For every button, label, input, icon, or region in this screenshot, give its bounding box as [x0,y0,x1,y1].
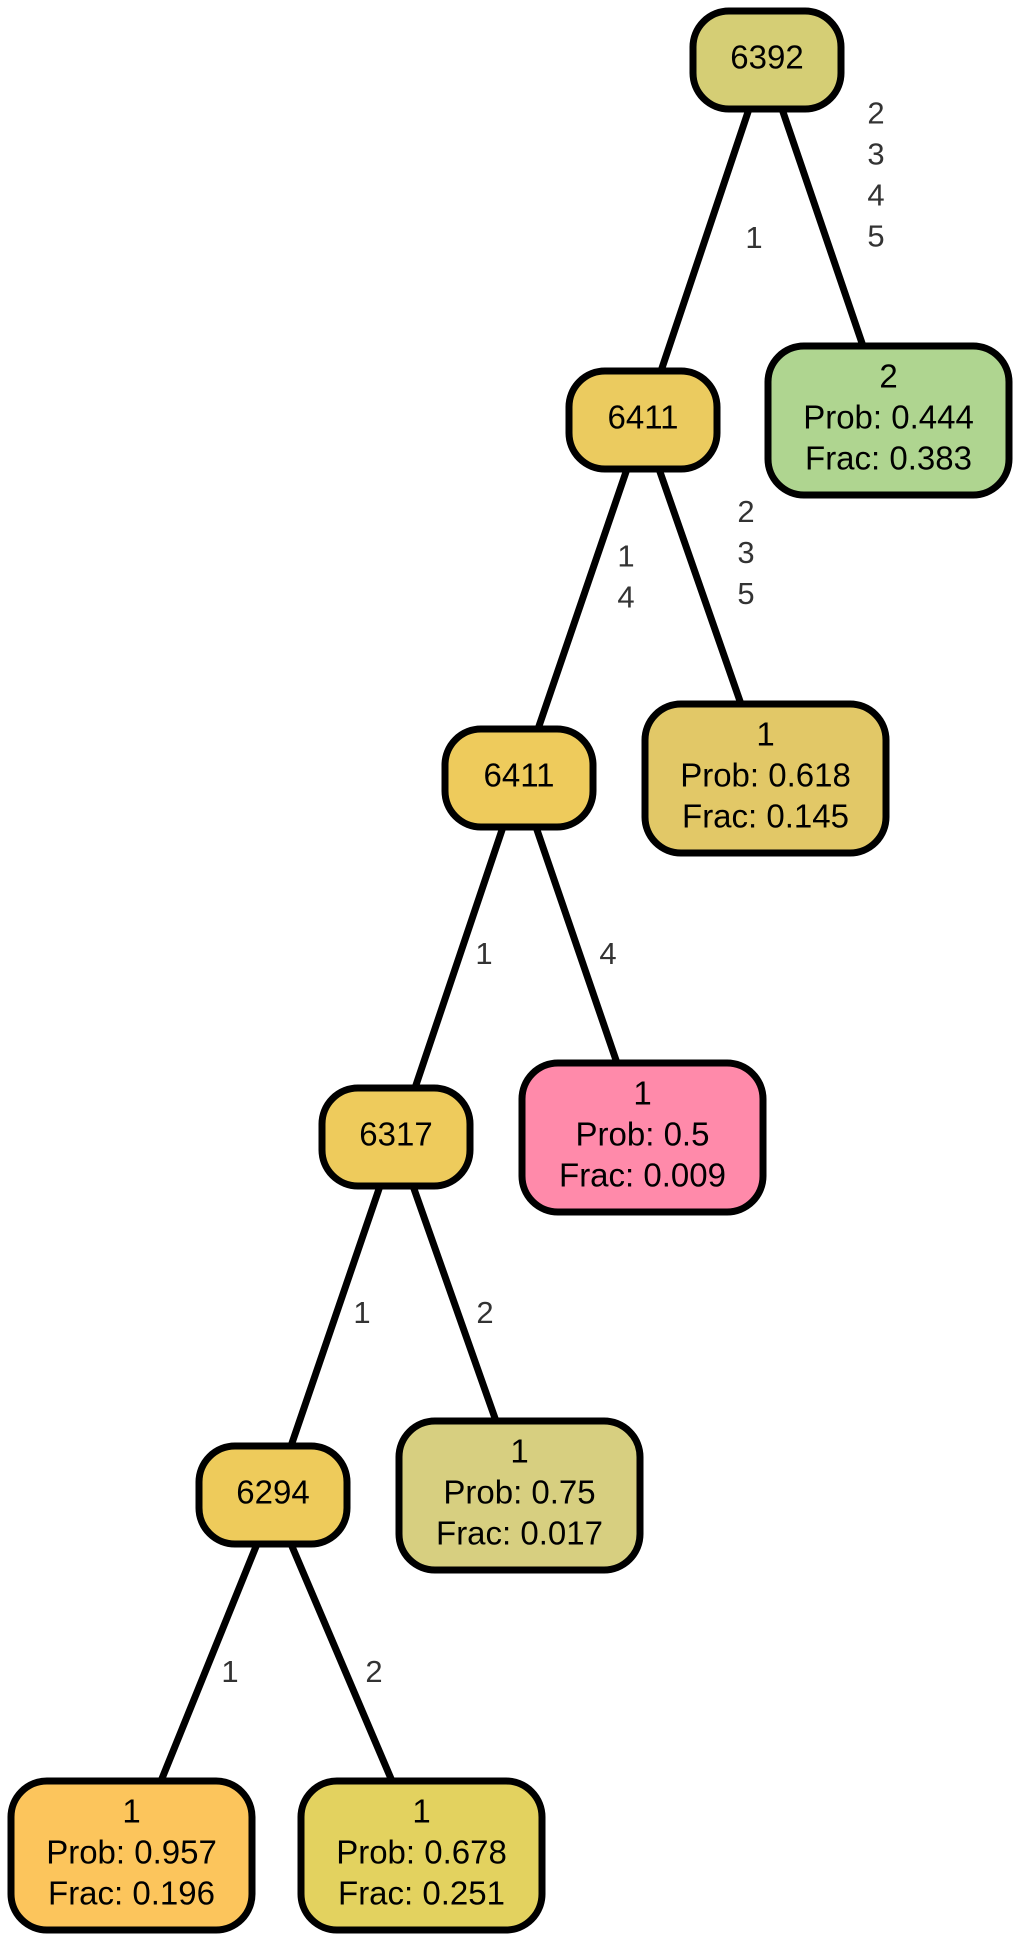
tree-edge [287,1542,396,1783]
edge-label: 2 [737,494,754,529]
node-box [395,1417,644,1574]
split-node: 6317 [318,1084,474,1190]
edge-label: 4 [617,580,634,615]
tree-edge [655,467,745,706]
split-node-label: 6411 [608,399,679,436]
node-box [297,1777,546,1934]
leaf-prob: Prob: 0.5 [576,1116,710,1153]
edge-label: 3 [867,137,884,172]
edge-label: 2 [476,1295,493,1330]
split-node: 6392 [689,7,845,113]
split-node: 6411 [565,367,721,473]
leaf-class-label: 1 [122,1793,140,1830]
leaf-prob: Prob: 0.444 [803,399,974,436]
split-node-label: 6411 [484,757,555,794]
split-node: 6294 [195,1442,351,1548]
leaf-prob: Prob: 0.618 [680,757,851,794]
leaf-class-label: 2 [879,358,897,395]
edge-labels-layer: 1 2 3 4 5 1 4 2 3 5 1 4 1 2 1 2 [221,96,884,1690]
node-box [764,342,1013,499]
tree-edge [657,107,753,373]
tree-edge [532,825,621,1065]
tree-edge [287,1184,384,1448]
tree-edge [157,1542,261,1783]
edge-label: 3 [737,535,754,570]
tree-edge [778,107,867,348]
node-box [441,725,597,831]
leaf-frac: Frac: 0.383 [805,440,972,477]
leaf-frac: Frac: 0.017 [436,1515,603,1552]
edge-label: 1 [745,220,762,255]
edge-label: 4 [867,178,884,213]
edge-label: 1 [475,936,492,971]
leaf-prob: Prob: 0.678 [336,1834,507,1871]
edge-label: 1 [221,1654,238,1689]
node-box [195,1442,351,1548]
leaf-frac: Frac: 0.196 [48,1875,215,1912]
leaf-frac: Frac: 0.009 [559,1157,726,1194]
edge-label: 1 [353,1295,370,1330]
edge-label: 5 [867,219,884,254]
edge-label: 5 [737,576,754,611]
edge-label: 2 [867,96,884,131]
leaf-class-label: 1 [510,1433,528,1470]
node-box [565,367,721,473]
edge-label: 2 [365,1654,382,1689]
leaf-prob: Prob: 0.75 [443,1474,595,1511]
node-box [518,1059,767,1216]
edges-layer [157,107,867,1783]
leaf-class-label: 1 [756,716,774,753]
split-node-label: 6317 [359,1116,432,1153]
leaf-prob: Prob: 0.957 [46,1834,217,1871]
tree-edge [409,1184,500,1423]
split-node-label: 6392 [730,39,803,76]
node-box [318,1084,474,1190]
leaf-class-label: 1 [412,1793,430,1830]
leaf-frac: Frac: 0.145 [682,798,849,835]
split-node: 6411 [441,725,597,831]
node-box [7,1777,256,1934]
split-node-label: 6294 [236,1474,309,1511]
node-box [689,7,845,113]
node-box [641,700,890,857]
tree-edge [534,467,631,731]
edge-label: 1 [617,539,634,574]
leaf-class-label: 1 [633,1075,651,1112]
tree-edge [411,825,507,1090]
leaf-frac: Frac: 0.251 [338,1875,505,1912]
edge-label: 4 [599,936,616,971]
